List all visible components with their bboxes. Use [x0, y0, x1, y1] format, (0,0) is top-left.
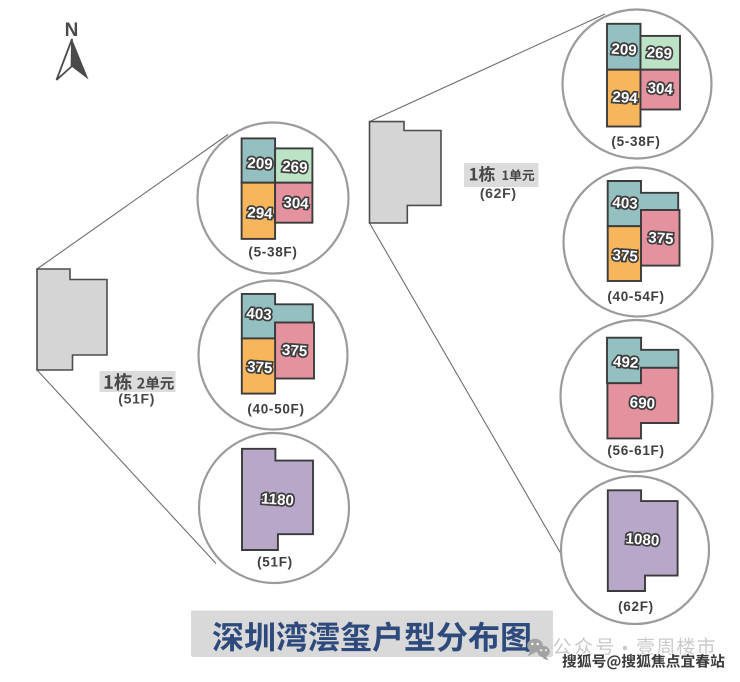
svg-text:375: 375	[612, 247, 639, 266]
svg-text:304: 304	[647, 80, 674, 99]
svg-text:(5-38F): (5-38F)	[248, 245, 297, 260]
svg-text:(51F): (51F)	[118, 391, 155, 407]
svg-text:(40-50F): (40-50F)	[247, 402, 304, 417]
svg-text:(40-54F): (40-54F)	[607, 289, 664, 304]
svg-text:294: 294	[247, 204, 274, 223]
svg-text:N: N	[65, 20, 79, 41]
svg-text:(5-38F): (5-38F)	[611, 134, 660, 149]
svg-text:269: 269	[282, 158, 308, 177]
svg-text:690: 690	[629, 394, 655, 413]
svg-text:269: 269	[646, 44, 672, 63]
svg-text:375: 375	[281, 342, 308, 361]
svg-text:(62F): (62F)	[480, 185, 517, 201]
svg-text:209: 209	[247, 155, 273, 174]
svg-text:403: 403	[612, 194, 638, 213]
svg-text:375: 375	[648, 229, 675, 248]
svg-text:1080: 1080	[625, 530, 660, 549]
svg-text:(62F): (62F)	[618, 599, 654, 614]
svg-text:304: 304	[283, 194, 310, 213]
svg-text:(56-61F): (56-61F)	[607, 443, 664, 458]
svg-text:492: 492	[612, 353, 638, 372]
svg-text:375: 375	[246, 358, 273, 377]
svg-text:209: 209	[611, 41, 637, 60]
svg-text:1180: 1180	[260, 490, 294, 509]
svg-text:(51F): (51F)	[257, 555, 293, 570]
svg-text:294: 294	[612, 89, 639, 108]
svg-text:403: 403	[246, 305, 272, 324]
